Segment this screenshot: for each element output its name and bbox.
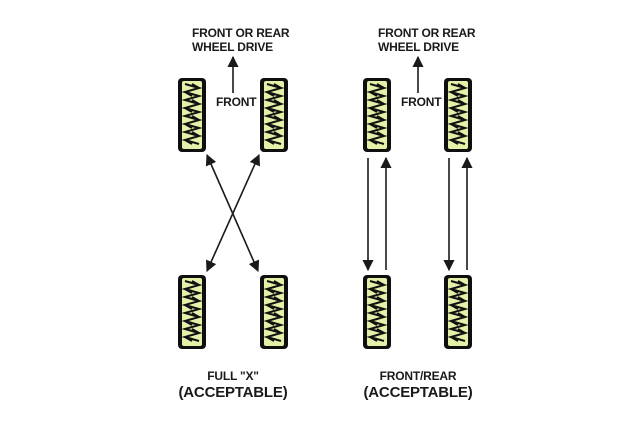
arrow-x-diagonal-2 bbox=[206, 153, 260, 273]
drive-type-line-1-right: FRONT OR REAR bbox=[378, 26, 476, 40]
drive-type-line-2-right: WHEEL DRIVE bbox=[378, 39, 459, 54]
pattern-label-front-rear: FRONT/REAR bbox=[379, 369, 457, 383]
tire-rear-right-x bbox=[260, 275, 288, 349]
tire-rear-left-fr bbox=[363, 275, 391, 349]
tire-front-right-x bbox=[260, 78, 288, 152]
rating-label-left: (ACCEPTABLE) bbox=[178, 384, 288, 401]
tire-front-left-x bbox=[178, 78, 206, 152]
drive-type-line-2-left: WHEEL DRIVE bbox=[192, 39, 273, 54]
tire-front-right-fr bbox=[444, 78, 472, 152]
tire-rear-right-fr bbox=[444, 275, 472, 349]
tire-rear-left-x bbox=[178, 275, 206, 349]
front-label-right: FRONT bbox=[401, 95, 442, 109]
rating-label-right: (ACCEPTABLE) bbox=[363, 384, 473, 401]
drive-type-line-1-left: FRONT OR REAR bbox=[192, 26, 290, 40]
tire-front-left-fr bbox=[363, 78, 391, 152]
pattern-label-full-x: FULL "X" bbox=[207, 369, 259, 383]
drive-type-label-left: FRONT OR REAR WHEEL DRIVE bbox=[192, 26, 290, 55]
drive-type-label-right: FRONT OR REAR WHEEL DRIVE bbox=[378, 26, 476, 55]
front-label-left: FRONT bbox=[216, 95, 257, 109]
